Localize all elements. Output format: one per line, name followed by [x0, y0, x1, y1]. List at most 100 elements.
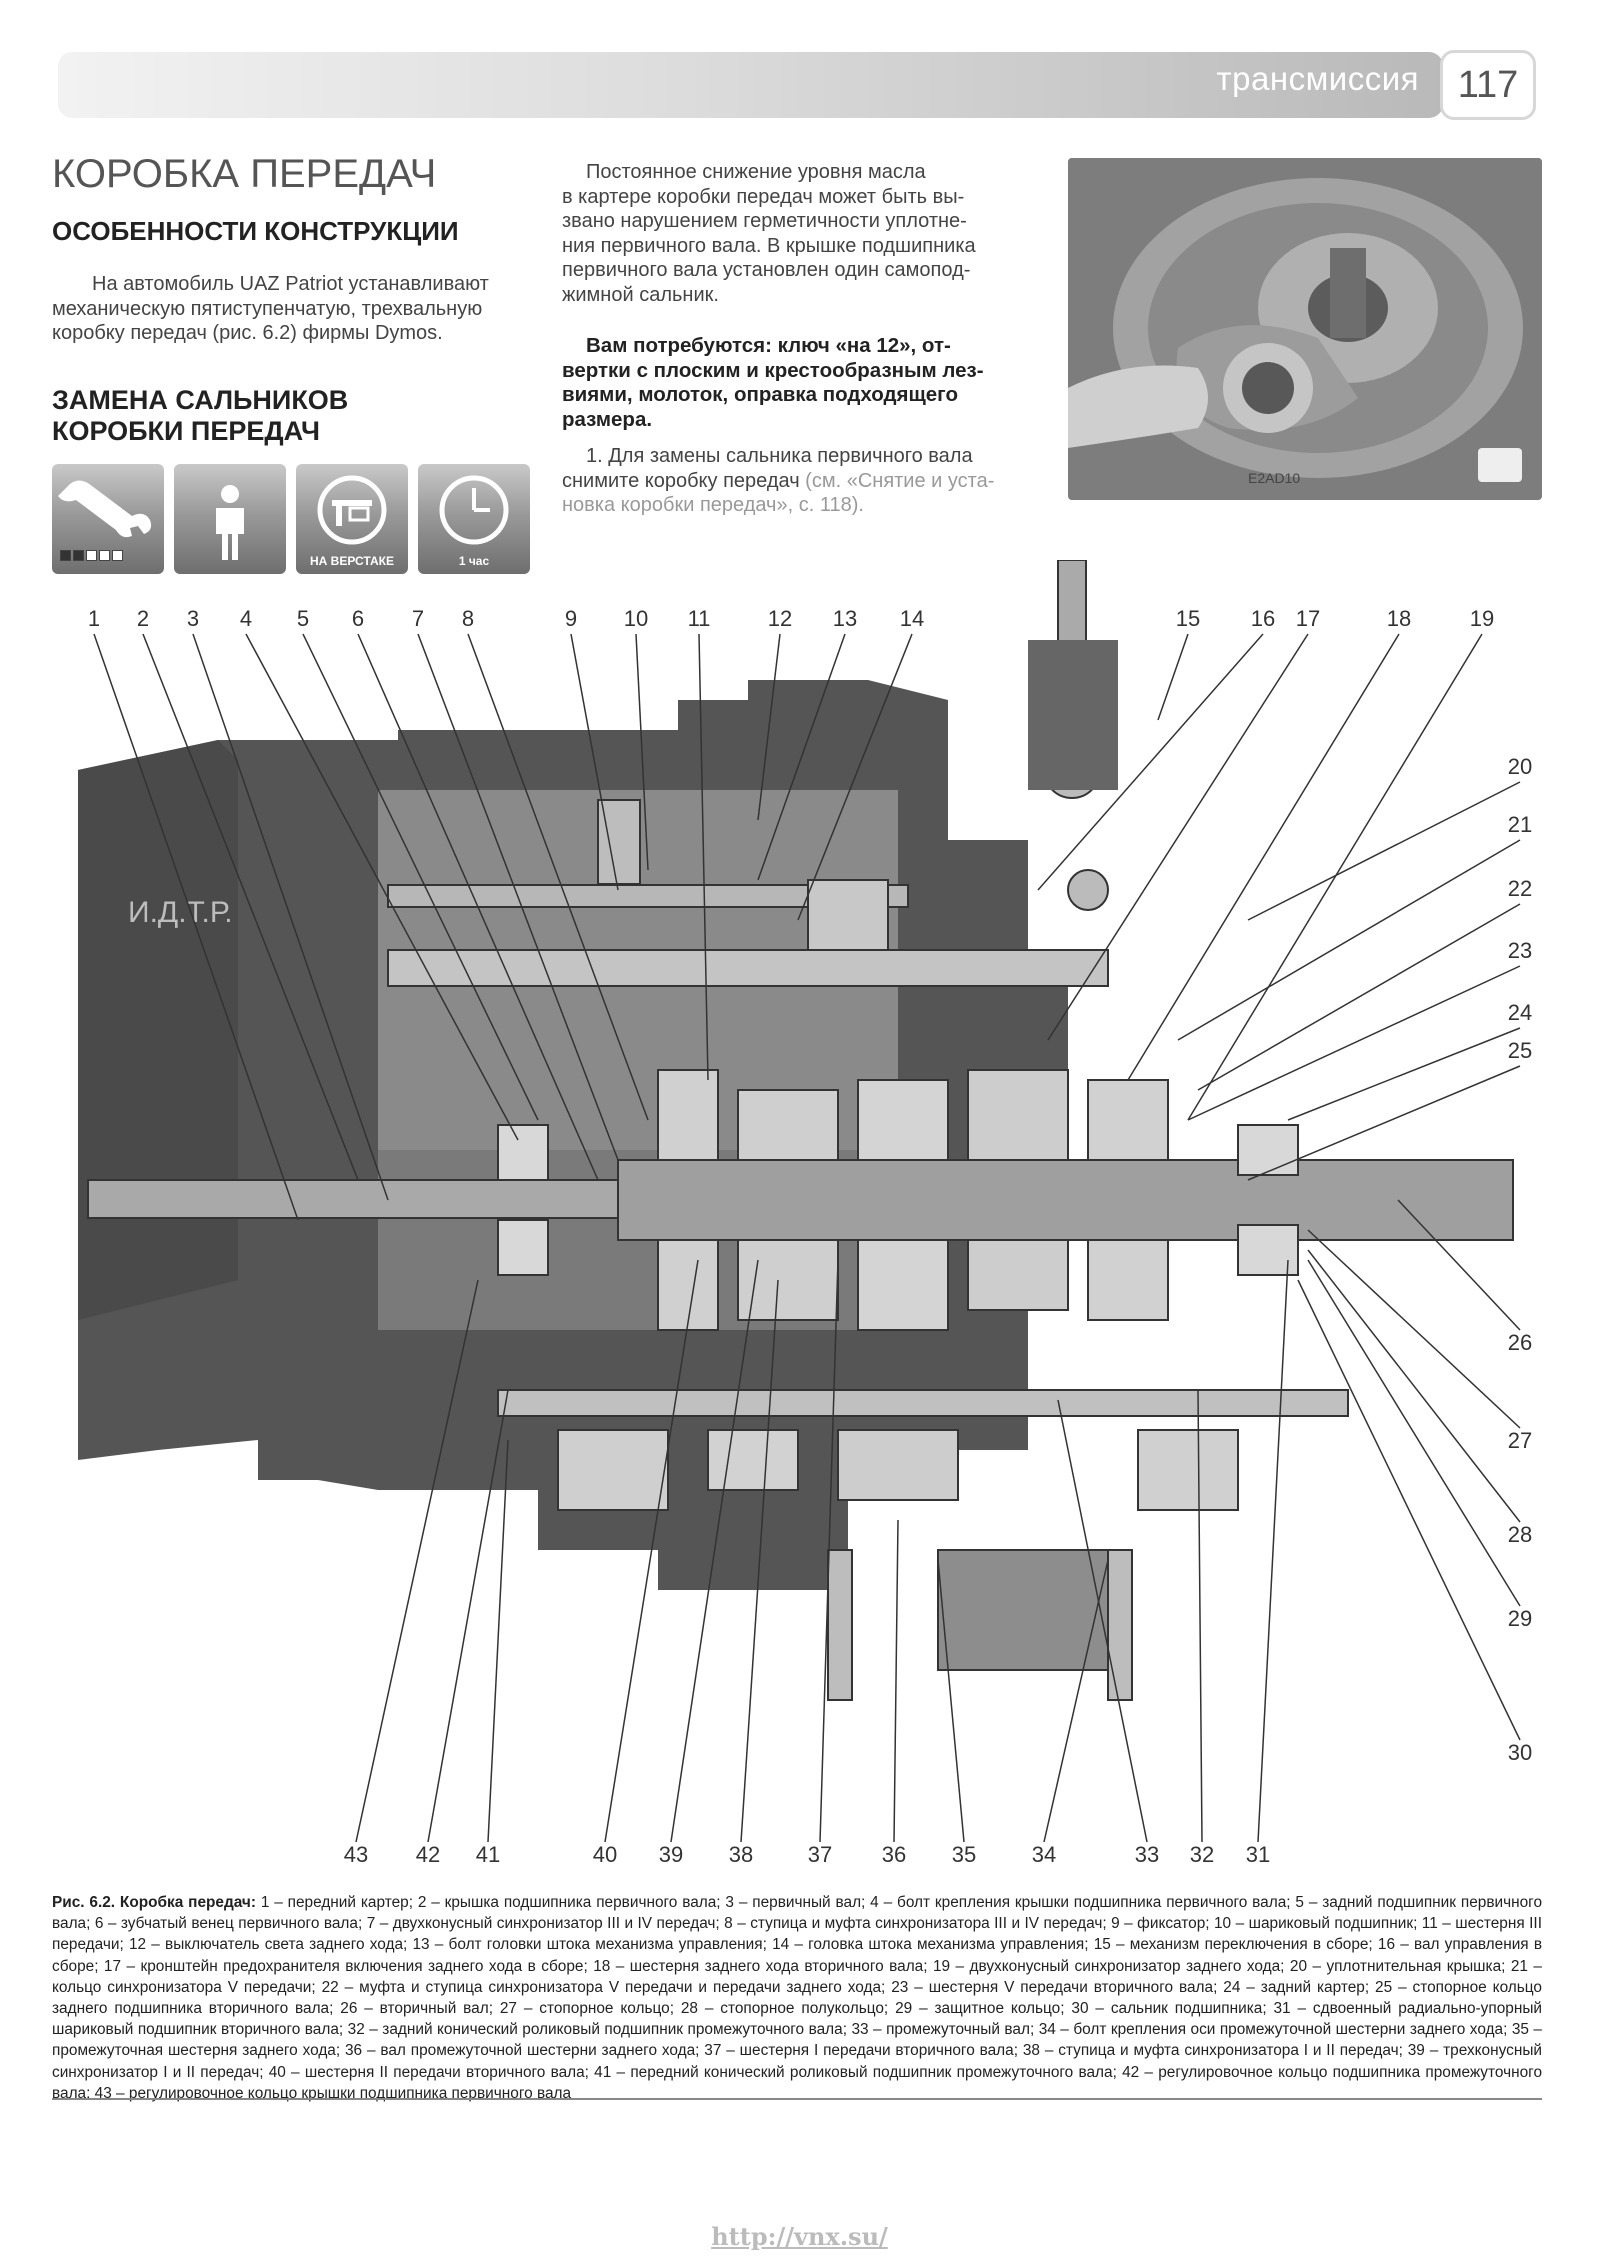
leader-line: [357, 633, 599, 1181]
leader-line: [427, 1389, 509, 1843]
callout-number: 29: [1508, 1606, 1532, 1631]
callout-number: 36: [882, 1842, 906, 1867]
leader-line: [698, 633, 709, 1081]
section-title: трансмиссия: [1216, 60, 1419, 97]
text-line: 1. Для замены сальника первичного вала: [586, 445, 973, 467]
callout-number: 18: [1387, 606, 1411, 631]
callout-number: 10: [624, 606, 648, 631]
leader-line: [302, 633, 539, 1121]
page-number: 117: [1440, 50, 1536, 120]
wrench-icon: [58, 480, 152, 538]
leader-line: [1127, 633, 1400, 1081]
leader-line: [635, 633, 649, 871]
text-span: снимите коробку передач: [562, 469, 800, 492]
leader-line: [487, 1439, 509, 1843]
callout-number: 3: [187, 606, 199, 631]
text-line: жимной сальник.: [562, 283, 719, 306]
text-line: размера.: [562, 407, 653, 431]
callout-number: 19: [1470, 606, 1494, 631]
leader-line: [1247, 781, 1521, 921]
leader-line: [1197, 1389, 1203, 1843]
leader-line: [1037, 633, 1264, 891]
leader-line: [740, 1279, 779, 1843]
callout-number: 6: [352, 606, 364, 631]
step-1: 1. Для замены сальника первичного вала с…: [562, 444, 1038, 518]
callout-number: 22: [1508, 876, 1532, 901]
callout-number: 39: [659, 1842, 683, 1867]
callout-number: 5: [297, 606, 309, 631]
leader-line: [1047, 633, 1309, 1041]
difficulty-level: [60, 548, 125, 566]
leader-line: [670, 1259, 759, 1843]
callout-number: 15: [1176, 606, 1200, 631]
callout-number: 25: [1508, 1038, 1532, 1063]
time-badge: 1 час: [418, 464, 530, 574]
intro-line: коробку передач (рис. 6.2) фирмы Dymos.: [52, 322, 443, 344]
callout-number: 9: [565, 606, 577, 631]
leader-line: [1177, 839, 1521, 1041]
page-heading: КОРОБКА ПЕРЕДАЧ: [52, 152, 437, 196]
subheading-line: ЗАМЕНА САЛЬНИКОВ: [52, 385, 349, 415]
leader-line: [142, 633, 359, 1181]
time-label: 1 час: [458, 554, 490, 568]
leader-line: [245, 633, 519, 1141]
footer-url[interactable]: http://vnx.su/: [711, 2222, 888, 2251]
caption-label: Рис. 6.2. Коробка передач:: [52, 1894, 256, 1911]
text-line: снимите коробку передач (см. «Снятие и у…: [562, 469, 1038, 494]
leader-line: [1307, 1229, 1521, 1429]
leader-line: [1397, 1199, 1521, 1331]
callout-number: 42: [416, 1842, 440, 1867]
leader-line: [1187, 965, 1521, 1121]
callout-number: 11: [688, 606, 711, 631]
figure-caption: Рис. 6.2. Коробка передач: 1 – передний …: [52, 1892, 1542, 2104]
callout-number: 34: [1032, 1842, 1056, 1867]
photo-label: E2AD10: [1248, 470, 1300, 486]
intro-line: На автомобиль UAZ Patriot устанавливают: [92, 273, 489, 295]
callout-number: 26: [1508, 1330, 1532, 1355]
intro-paragraph: На автомобиль UAZ Patriot устанавливают …: [52, 272, 530, 346]
text-line: ния первичного вала. В крышке подшипника: [562, 234, 976, 257]
callout-number: 2: [137, 606, 149, 631]
leader-line: [757, 633, 846, 881]
callout-number: 13: [833, 606, 857, 631]
leader-line: [192, 633, 389, 1201]
callout-number: 40: [593, 1842, 617, 1867]
subheading-line: КОРОБКИ ПЕРЕДАЧ: [52, 416, 321, 446]
callout-number: 12: [768, 606, 792, 631]
callout-number: 21: [1508, 812, 1532, 837]
leader-line: [797, 633, 913, 921]
callout-number: 1: [88, 606, 100, 631]
leader-line: [819, 1259, 839, 1843]
divider: [52, 2098, 1542, 2100]
clock-icon: [439, 475, 509, 545]
leader-line: [1287, 1027, 1521, 1121]
leader-line: [1187, 633, 1483, 1121]
leader-line: [355, 1279, 479, 1843]
caption-text: 1 – передний картер; 2 – крышка подшипни…: [52, 1894, 1543, 2102]
callout-number: 24: [1508, 1000, 1532, 1025]
callout-number: 4: [240, 606, 252, 631]
callout-number: 37: [808, 1842, 832, 1867]
text-line: первичного вала установлен один самопод-: [562, 259, 971, 281]
callout-number: 14: [900, 606, 924, 631]
callout-number: 33: [1135, 1842, 1159, 1867]
subheading-features: ОСОБЕННОСТИ КОНСТРУКЦИИ: [52, 216, 459, 246]
workbench-icon: [317, 475, 387, 545]
person-icon: [216, 485, 244, 560]
gearbox-photo: E2AD10: [1068, 158, 1542, 500]
leader-line: [1057, 1399, 1148, 1843]
difficulty-badge: [52, 464, 164, 574]
leader-line: [1197, 903, 1521, 1091]
cross-reference[interactable]: новка коробки передач», с. 118).: [562, 494, 864, 516]
callout-number: 27: [1508, 1428, 1532, 1453]
leader-line: [1043, 1559, 1109, 1843]
workbench-label: НА ВЕРСТАКЕ: [310, 554, 394, 568]
leader-line: [757, 633, 781, 821]
leader-line: [93, 633, 299, 1221]
leader-line: [467, 633, 649, 1121]
callout-number: 30: [1508, 1740, 1532, 1765]
leader-line: [570, 633, 619, 891]
leader-line: [1307, 1249, 1521, 1523]
callout-number: 41: [476, 1842, 500, 1867]
cross-reference[interactable]: (см. «Снятие и уста-: [799, 469, 995, 492]
